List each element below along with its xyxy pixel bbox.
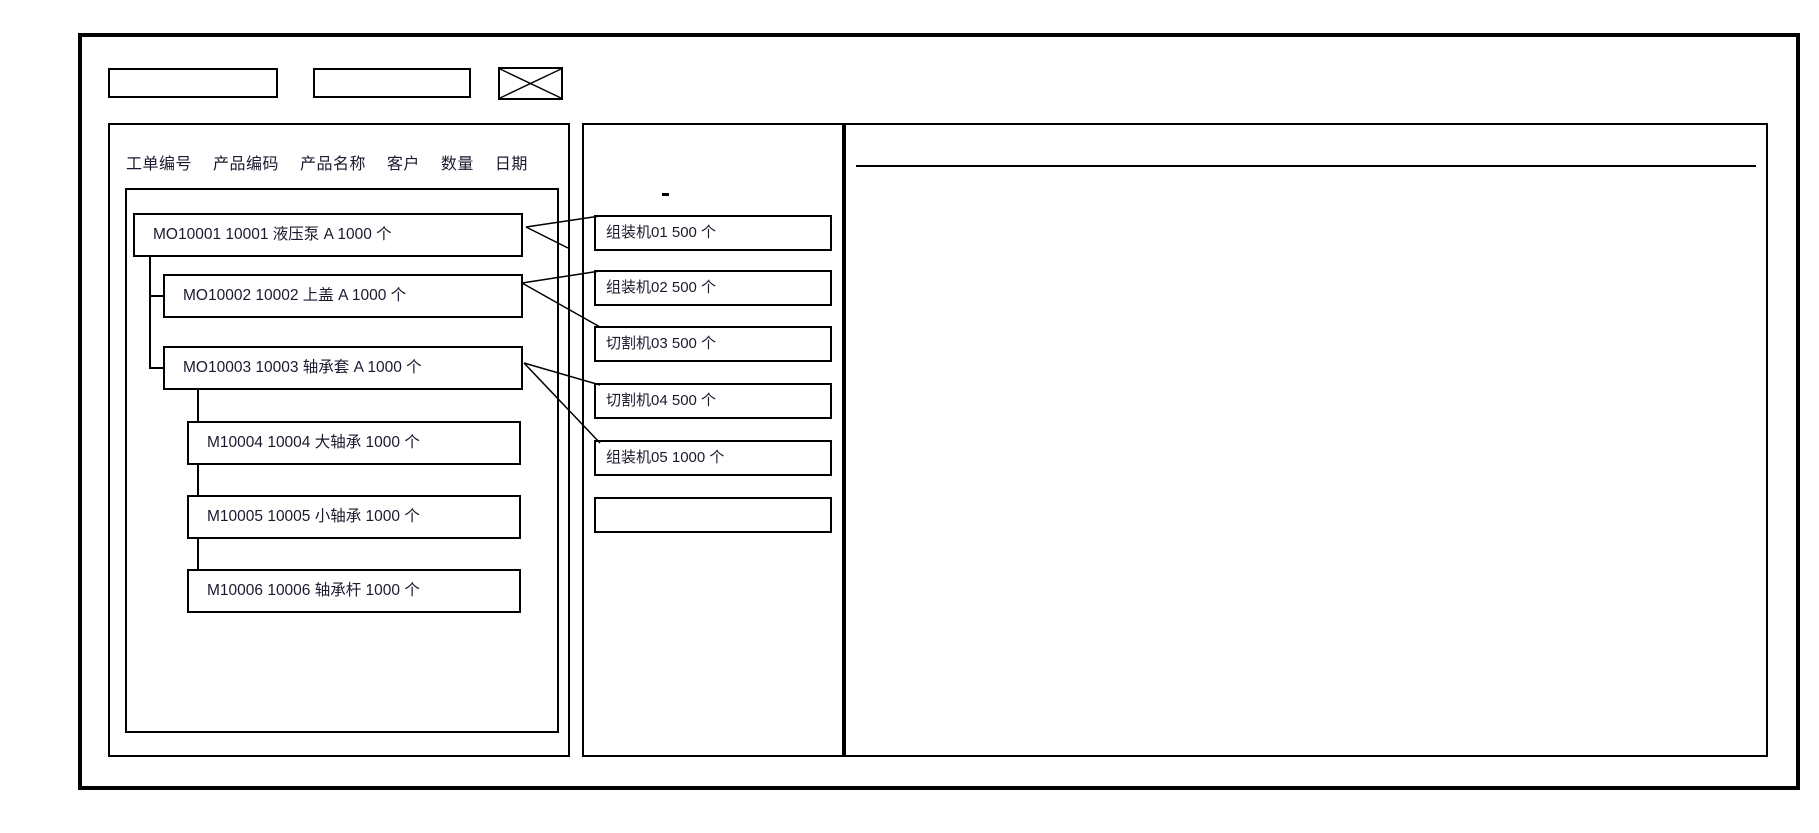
tree-node-MO10003[interactable]: MO10003 10003 轴承套 A 1000 个 — [163, 346, 523, 390]
column-header-row: 工单编号 产品编码 产品名称 客户 数量 日期 — [126, 150, 556, 176]
tree-node-label: M10005 10005 小轴承 1000 个 — [207, 508, 420, 525]
tree-node-label: M10006 10006 轴承杆 1000 个 — [207, 582, 420, 599]
operation-card-label: 切割机04 500 个 — [606, 392, 717, 409]
tree-node-M10004[interactable]: M10004 10004 大轴承 1000 个 — [187, 421, 521, 465]
crossed-box-image-placeholder-icon[interactable] — [498, 67, 563, 100]
tree-node-label: MO10001 10001 液压泵 A 1000 个 — [153, 226, 392, 243]
operation-card-label: 切割机03 500 个 — [606, 335, 717, 352]
column-header-customer: 客户 — [386, 156, 420, 173]
column-header-order-no: 工单编号 — [126, 156, 193, 173]
work-order-tree-panel: 工单编号 产品编码 产品名称 客户 数量 日期 MO10001 10001 液压… — [108, 123, 570, 757]
work-order-tree: MO10001 10001 液压泵 A 1000 个 MO10002 10002… — [125, 188, 559, 733]
column-header-product-name: 产品名称 — [299, 156, 366, 173]
tree-node-label: MO10002 10002 上盖 A 1000 个 — [183, 287, 407, 304]
tree-connector — [197, 390, 199, 592]
operation-card-4[interactable]: 切割机04 500 个 — [594, 383, 832, 419]
column-header-quantity: 数量 — [440, 156, 474, 173]
operation-card-5[interactable]: 组装机05 1000 个 — [594, 440, 832, 476]
grid-header-divider — [856, 165, 1756, 167]
column-header-date: 日期 — [494, 156, 528, 173]
operation-card-6-empty[interactable] — [594, 497, 832, 533]
dash-marker-icon — [662, 193, 669, 196]
tree-connector — [149, 257, 151, 369]
toolbar-field-2[interactable] — [313, 68, 471, 98]
operation-card-2[interactable]: 组装机02 500 个 — [594, 270, 832, 306]
operation-card-label: 组装机05 1000 个 — [606, 449, 725, 466]
operation-card-1[interactable]: 组装机01 500 个 — [594, 215, 832, 251]
tree-node-MO10001[interactable]: MO10001 10001 液压泵 A 1000 个 — [133, 213, 523, 257]
toolbar — [108, 64, 1768, 106]
toolbar-field-1[interactable] — [108, 68, 278, 98]
column-header-product-code: 产品编码 — [212, 156, 279, 173]
tree-node-M10005[interactable]: M10005 10005 小轴承 1000 个 — [187, 495, 521, 539]
application-window: 工单编号 产品编码 产品名称 客户 数量 日期 MO10001 10001 液压… — [78, 33, 1800, 790]
tree-node-label: MO10003 10003 轴承套 A 1000 个 — [183, 359, 422, 376]
tree-connector — [149, 367, 165, 369]
operation-card-label: 组装机02 500 个 — [606, 279, 717, 296]
tree-node-label: M10004 10004 大轴承 1000 个 — [207, 434, 420, 451]
tree-connector — [149, 295, 165, 297]
operation-card-label: 组装机01 500 个 — [606, 224, 717, 241]
operation-card-3[interactable]: 切割机03 500 个 — [594, 326, 832, 362]
tree-node-MO10002[interactable]: MO10002 10002 上盖 A 1000 个 — [163, 274, 523, 318]
operation-list-panel: 组装机01 500 个 组装机02 500 个 切割机03 500 个 切割机0… — [582, 123, 844, 757]
tree-node-M10006[interactable]: M10006 10006 轴承杆 1000 个 — [187, 569, 521, 613]
detail-grid-panel — [844, 123, 1768, 757]
